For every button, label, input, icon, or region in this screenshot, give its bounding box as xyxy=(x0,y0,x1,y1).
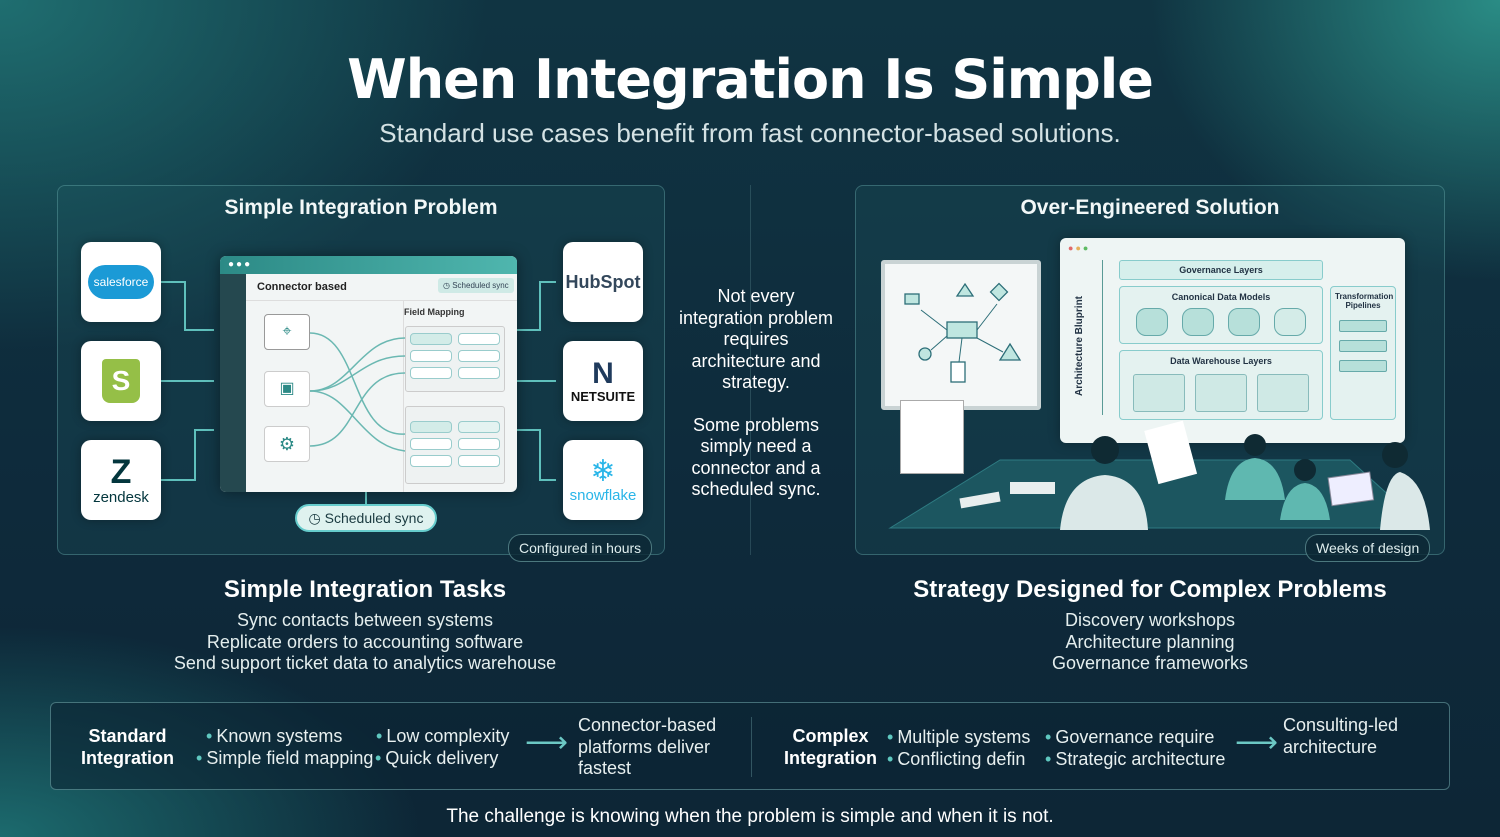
center-line-1: Not every integration problem requires a… xyxy=(678,286,834,392)
database-icon xyxy=(1136,308,1168,336)
window-sidebar xyxy=(220,274,246,492)
complex-strategy-list: Discovery workshops Architecture plannin… xyxy=(850,610,1450,675)
shopify-logo: S xyxy=(81,341,161,421)
blueprint-side-label: Architecture Bluprint xyxy=(1074,295,1085,396)
complex-bullet: •Governance require xyxy=(1045,727,1215,747)
list-item: Discovery workshops xyxy=(1064,610,1236,630)
warehouse-label: Data Warehouse Layers xyxy=(1170,356,1272,366)
netsuite-logo: N NETSUITE xyxy=(563,341,643,421)
arrow-right-icon: ⟶ xyxy=(1235,726,1279,759)
complex-bullet: •Conflicting defin xyxy=(887,749,1026,769)
configured-in-hours-badge: Configured in hours xyxy=(508,534,653,562)
connector-line xyxy=(161,281,214,331)
list-item: Governance frameworks xyxy=(1051,653,1249,673)
arrow-right-icon: ⟶ xyxy=(525,726,569,759)
standard-bullet: •Simple field mapping xyxy=(196,748,374,768)
window-title: Connector based xyxy=(257,281,347,293)
data-warehouse-layers-box: Data Warehouse Layers xyxy=(1119,350,1323,420)
database-icon xyxy=(1228,308,1260,336)
connector-line xyxy=(161,429,214,481)
source-node[interactable]: ▣ xyxy=(264,371,310,407)
simple-tasks-list: Sync contacts between systems Replicate … xyxy=(115,610,615,675)
list-item: Sync contacts between systems xyxy=(236,610,494,630)
database-icon xyxy=(1182,308,1214,336)
netsuite-n-icon: N xyxy=(592,356,614,390)
mapping-group xyxy=(405,406,505,484)
whiteboard xyxy=(881,260,1041,410)
meeting-people-illustration xyxy=(888,420,1430,530)
mapping-group xyxy=(405,326,505,392)
center-divider xyxy=(750,185,751,555)
shopify-bag-icon: S xyxy=(102,359,140,403)
flipchart xyxy=(900,400,964,474)
governance-layers-box: Governance Layers xyxy=(1119,260,1323,280)
snowflake-logo: ❄ snowflake xyxy=(563,440,643,520)
transformation-pipelines-box: Transformation Pipelines xyxy=(1330,286,1396,420)
complex-strategy-heading: Strategy Designed for Complex Problems xyxy=(913,576,1387,603)
window-titlebar: ●●● xyxy=(220,256,517,274)
whiteboard-sketch xyxy=(904,282,1022,383)
weeks-of-design-badge: Weeks of design xyxy=(1305,534,1431,562)
salesforce-logo: salesforce xyxy=(81,242,161,322)
panel-title: Simple Integration Problem xyxy=(224,196,498,219)
page-subtitle: Standard use cases benefit from fast con… xyxy=(379,118,1121,148)
window-dots: ●●● xyxy=(1068,243,1091,253)
center-message: Not every integration problem requires a… xyxy=(676,286,836,501)
snowflake-label: snowflake xyxy=(569,486,637,504)
database-icon xyxy=(1274,308,1306,336)
standard-bullet: •Known systems xyxy=(206,726,343,746)
list-item: Architecture planning xyxy=(1065,631,1235,652)
center-line-2: Some problems simply need a connector an… xyxy=(691,414,821,500)
zendesk-logo: Z zendesk xyxy=(81,440,161,520)
architecture-blueprint-board: ●●● Architecture Bluprint Governance Lay… xyxy=(1060,238,1405,443)
connector-line xyxy=(517,429,556,481)
hubspot-label: HubSpot xyxy=(565,271,641,292)
source-node[interactable]: ⌖ xyxy=(264,314,310,350)
simple-tasks-heading: Simple Integration Tasks xyxy=(223,576,507,603)
page-title: When Integration Is Simple xyxy=(347,48,1154,111)
standard-bullet: •Quick delivery xyxy=(375,748,499,768)
footer-caption: The challenge is knowing when the proble… xyxy=(446,806,1054,827)
scheduled-sync-chip[interactable]: ◷ Scheduled sync xyxy=(438,278,514,293)
salesforce-label: salesforce xyxy=(87,265,155,299)
hubspot-logo: HubSpot xyxy=(563,242,643,322)
canonical-label: Canonical Data Models xyxy=(1171,292,1271,302)
field-mapping-label: Field Mapping xyxy=(404,307,465,317)
connector-line xyxy=(517,281,556,331)
source-node[interactable]: ⚙ xyxy=(264,426,310,462)
zendesk-z-icon: Z xyxy=(110,452,132,491)
zendesk-label: zendesk xyxy=(93,488,149,506)
list-item: Replicate orders to accounting software xyxy=(206,631,524,652)
list-item: Send support ticket data to analytics wa… xyxy=(173,653,557,673)
snowflake-icon: ❄ xyxy=(590,454,616,488)
sync-pill-label: Scheduled sync xyxy=(324,510,424,526)
complex-bullet: •Multiple systems xyxy=(887,727,1031,747)
complex-bullet: •Strategic architecture xyxy=(1045,749,1226,769)
connector-app-window: ●●● Connector based ◷ Scheduled sync Fie… xyxy=(220,256,517,492)
mapping-curves xyxy=(310,332,406,452)
netsuite-label: NETSUITE xyxy=(570,388,636,404)
pipelines-label: Transformation Pipelines xyxy=(1335,292,1394,310)
chip-label: Scheduled sync xyxy=(452,281,509,290)
panel-title: Over-Engineered Solution xyxy=(1020,196,1280,219)
standard-bullet: •Low complexity xyxy=(376,726,510,746)
scheduled-sync-pill[interactable]: ◷ Scheduled sync xyxy=(295,504,437,532)
canonical-data-models-box: Canonical Data Models xyxy=(1119,286,1323,344)
